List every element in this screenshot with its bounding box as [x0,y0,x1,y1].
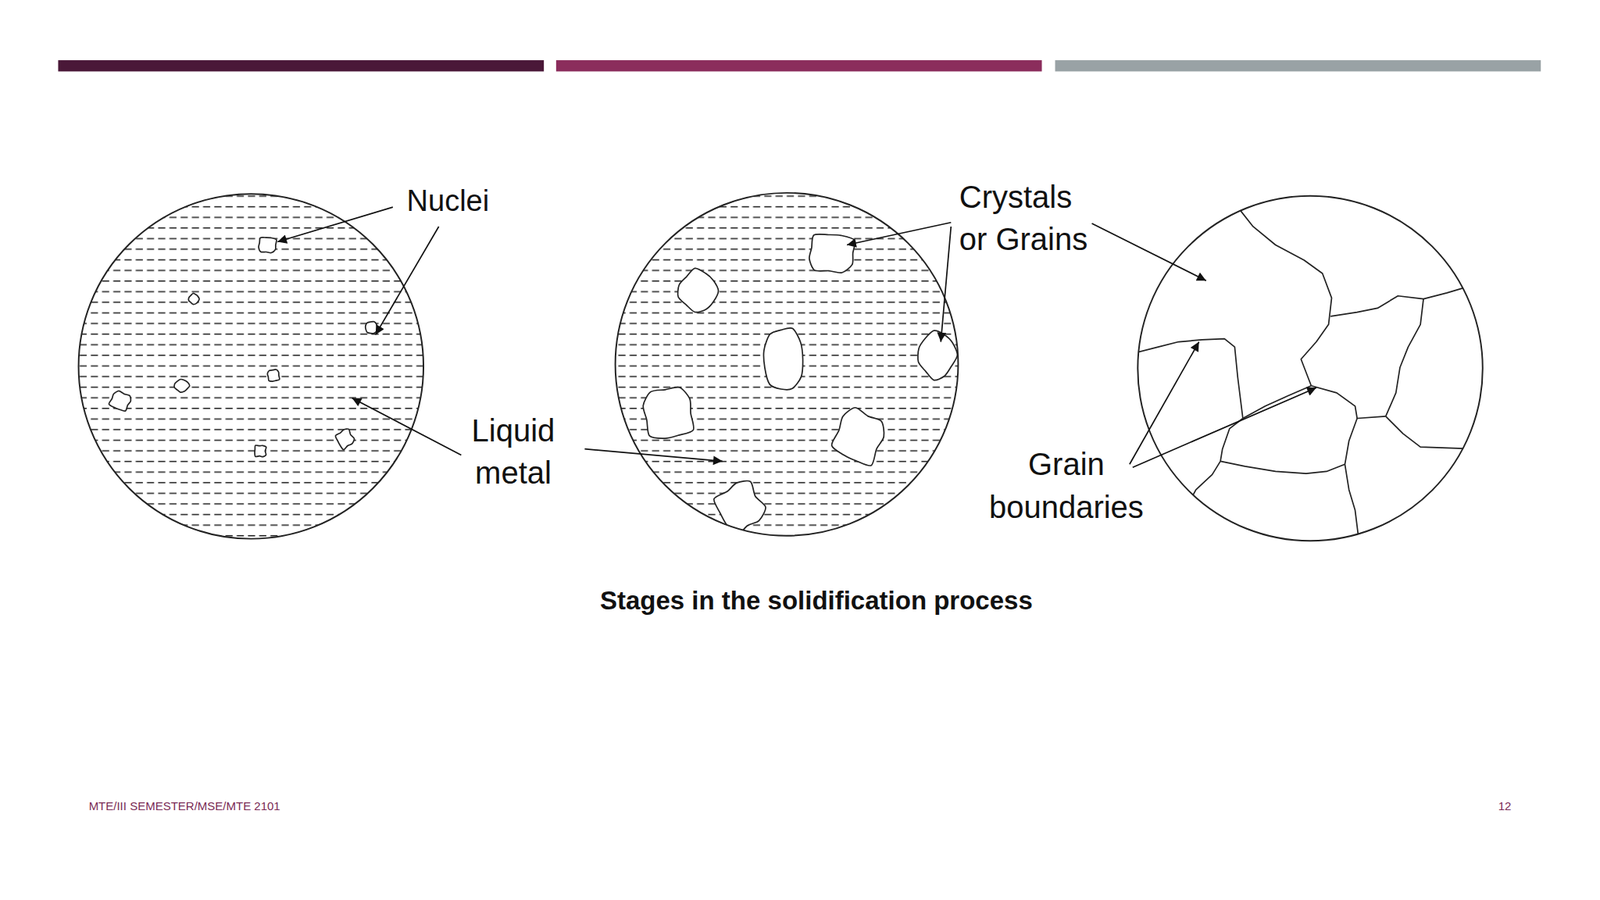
growth-stage-outline [615,192,959,536]
crystals-group [642,234,958,537]
leader-arrow [277,207,393,242]
footer-text: MTE/III SEMESTER/MSE/MTE 2101 [89,798,281,815]
callout-label: Grain boundaries [982,442,1151,529]
grain-boundary [1134,339,1243,419]
nuclei-group [108,237,377,458]
leader-arrow [352,397,462,455]
leader-arrow [1092,223,1207,281]
crystal-shape [764,328,804,390]
callout-label: Crystals or Grains [959,175,1097,262]
page-number: 12 [1498,798,1512,815]
leader-lines [277,207,1317,468]
leader-arrow [1129,342,1200,465]
crystal-shape [832,407,885,466]
callout-label: Liquid metal [463,409,564,496]
growth-stage-circle [615,192,959,536]
grain-boundary [1242,385,1312,419]
grain-boundary [1310,385,1386,419]
header-bar [1055,60,1542,72]
grain-boundary [1237,207,1332,386]
grain-boundary [1183,460,1221,512]
header-bar [57,60,544,72]
grain-boundary [1344,418,1359,543]
crystal-shape [917,330,958,381]
crystal-shape [809,234,856,273]
nucleus-shape [108,390,131,411]
crystal-shape [642,387,694,440]
leader-arrow [375,226,440,335]
grain-boundary-network [1134,207,1475,543]
grain-boundary [1330,284,1475,316]
nucleus-shape [267,369,280,382]
leader-arrow [584,449,722,462]
grain-boundary [1385,299,1424,417]
nucleus-shape [258,237,277,254]
solid-stage-outline [1137,196,1483,541]
nucleus-shape [188,292,200,304]
nucleus-shape [174,379,190,393]
leader-arrow [940,226,951,343]
callout-label: Nuclei [407,180,490,222]
grain-boundary [1220,460,1345,474]
crystal-shape [714,481,766,537]
leader-arrow [846,222,951,246]
crystal-shape [678,267,719,312]
nucleus-shape [365,321,378,334]
nucleus-shape [254,445,267,458]
grain-boundary [1385,416,1475,450]
leader-arrow [1132,387,1317,468]
solid-stage-circle [1137,196,1483,541]
nucleus-shape [335,428,354,450]
liquid-stage-circle [78,193,424,539]
figure-caption: Stages in the solidification process [600,583,1033,619]
header-bar [556,60,1043,72]
